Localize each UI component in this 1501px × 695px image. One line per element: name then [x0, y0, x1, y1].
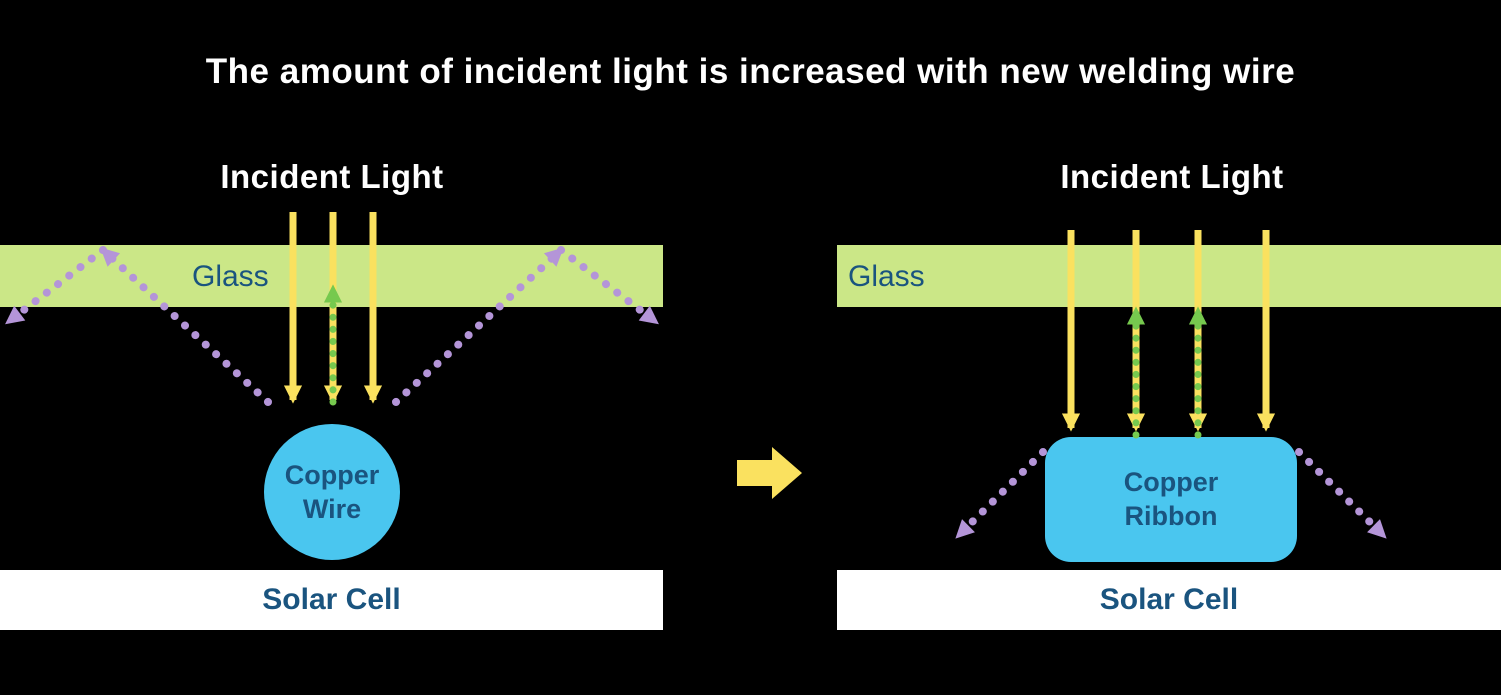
solar-cell-layer [837, 570, 1501, 630]
solar-cell-label: Solar Cell [262, 583, 401, 616]
diagram-title: The amount of incident light is increase… [205, 52, 1296, 91]
glass-label: Glass [848, 260, 925, 293]
copper-ribbon-label-line2: Ribbon [1124, 501, 1218, 531]
copper-wire-label-line1: Copper [284, 460, 380, 490]
escaping-ray-dotted-arrow [954, 448, 1047, 540]
incident-light-label: Incident Light [1060, 158, 1284, 195]
copper-ribbon-label-line1: Copper [1123, 467, 1219, 497]
glass-label: Glass [192, 260, 269, 293]
glass-layer [837, 245, 1501, 307]
escaping-ray-dotted-arrow [1295, 448, 1388, 540]
copper-wire-shape [264, 424, 400, 560]
solar-cell-label: Solar Cell [1099, 583, 1239, 616]
solar-cell-layer [0, 570, 663, 630]
glass-layer [0, 245, 663, 307]
copper-wire-label-line2: Wire [302, 494, 362, 524]
copper-wire-label: Copper Wire [252, 458, 412, 526]
transition-arrow [737, 447, 802, 499]
incident-light-label: Incident Light [220, 158, 444, 195]
copper-ribbon-label: Copper Ribbon [1046, 465, 1296, 533]
copper-ribbon-shape [1045, 437, 1297, 562]
